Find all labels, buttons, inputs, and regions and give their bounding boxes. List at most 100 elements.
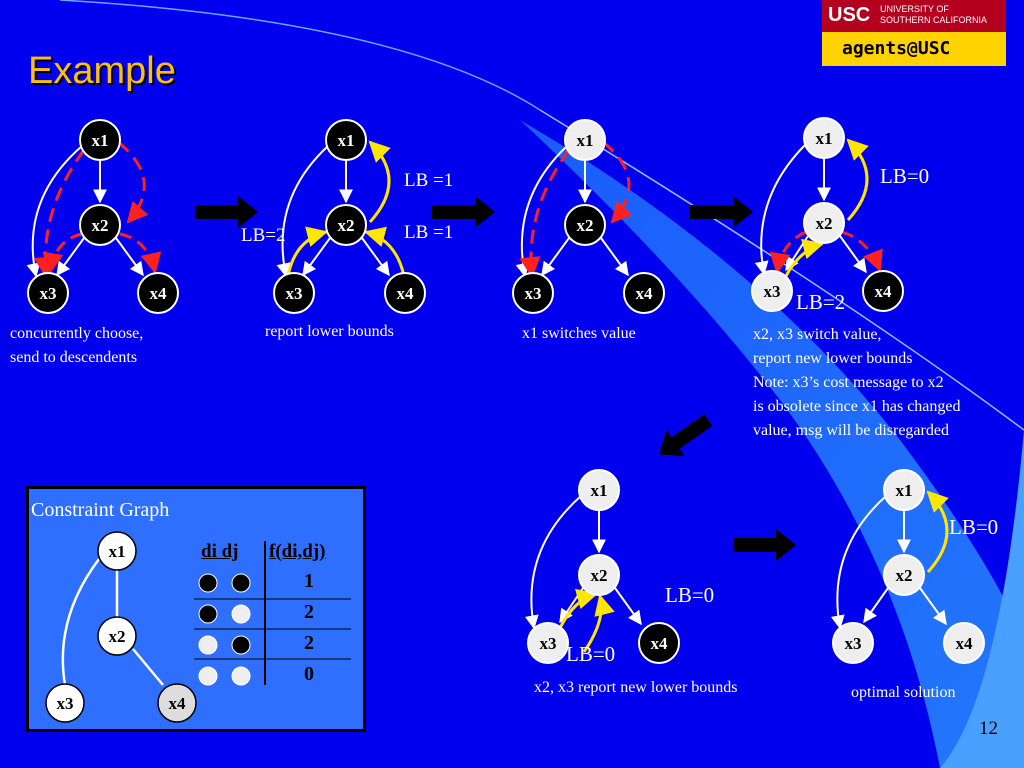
g3-node-x4 [623,272,665,314]
caption-step-4-line3: Note: x3’s cost message to x2 [753,374,944,391]
lb-step5-x3: LB=0 [566,642,616,666]
g1-label-x1: x1 [92,131,109,150]
cg-label-x3: x3 [57,694,74,713]
table-row-3-dj-dot [231,635,251,655]
caption-step-5: x2, x3 report new lower bounds [534,679,738,696]
logo-university-line1: UNIVERSITY OF [880,4,949,14]
step-arrow-1 [195,196,258,228]
constraint-graph-panel: Constraint Graph x1 x2 x3 x4 di dj f(di,… [26,486,366,732]
table-row-2-di-dot [198,604,218,624]
g3-node-x2 [564,204,606,246]
lb-step5-x2: LB=0 [665,583,715,607]
g1-node-x2 [79,204,121,246]
table-row-4-dj-dot [231,666,251,686]
cg-label-x4: x4 [169,694,187,713]
logo-agents-text: agents@USC [842,38,951,59]
table-row-4-f-value: 0 [304,663,314,685]
cg-label-x2: x2 [109,627,126,646]
g1-node-x1 [79,119,121,161]
constraint-graph-label: Constraint Graph [31,499,170,521]
g4-node-x3 [751,270,793,312]
page-number: 12 [979,718,998,739]
cg-node-x3 [45,683,85,723]
table-row-1-f-value: 1 [304,570,314,592]
constraint-table-rows [198,573,251,686]
g6-label-x3: x3 [845,634,862,653]
g5-node-x4 [638,622,680,664]
caption-step-1: concurrently choose, send to descendents [10,322,143,370]
logo-usc-text: USC [828,4,871,26]
slide-title: Example [28,50,176,92]
lb-step2-x1: LB =1 [404,170,454,191]
step-arrow-2 [432,196,495,228]
table-row-1-di-dot [198,573,218,593]
g2-label-x2: x2 [338,216,355,235]
g5-node-x2 [578,554,620,596]
graph-step-5: x1 x2 x3 x4 [524,469,680,664]
logo-university-text: UNIVERSITY OF SOUTHERN CALIFORNIA [880,4,987,26]
g2-node-x2 [325,204,367,246]
table-row-3-f-value: 2 [304,632,314,654]
logo-university-line2: SOUTHERN CALIFORNIA [880,15,988,25]
graph-step-3: x1 x2 x3 x4 [512,119,665,314]
caption-step-3: x1 switches value [522,325,636,342]
g2-label-x3: x3 [286,284,303,303]
caption-step-4-line1: x2, x3 switch value, [753,326,882,343]
table-header-f: f(di,dj) [269,541,326,562]
g6-label-x4: x4 [956,634,974,653]
caption-step-4-line2: report new lower bounds [753,350,913,367]
graph-step-6: x1 x2 x3 x4 [830,469,985,664]
g6-label-x1: x1 [896,481,913,500]
cg-node-x1 [97,531,137,571]
lb-step4-x1: LB=0 [880,164,930,188]
caption-step-1-line2: send to descendents [10,349,138,366]
g3-label-x1: x1 [577,131,594,150]
g6-node-x4 [943,622,985,664]
g6-label-x2: x2 [896,566,913,585]
g4-node-x4 [862,270,904,312]
graph-step-4: x1 x2 x3 x4 [751,117,904,312]
cg-node-x4 [157,683,197,723]
g3-label-x2: x2 [577,216,594,235]
g2-node-x3 [273,272,315,314]
g5-label-x1: x1 [591,481,608,500]
g5-node-x3 [527,622,569,664]
caption-step-2: report lower bounds [265,323,394,340]
g1-label-x4: x4 [150,284,168,303]
g1-label-x3: x3 [40,284,57,303]
table-header-di-dj: di dj [201,541,239,562]
table-row-2-f-value: 2 [304,601,314,623]
step-arrow-4 [659,414,713,457]
graph-step-2: x1 x2 x3 x4 [273,119,426,314]
g5-label-x3: x3 [540,634,557,653]
g4-label-x1: x1 [816,129,833,148]
table-row-1-dj-dot [231,573,251,593]
g5-label-x2: x2 [591,566,608,585]
constraint-table-values: 1 2 2 0 [29,489,363,729]
g2-label-x4: x4 [397,284,415,303]
constraint-graph-figure: x1 x2 x3 x4 [45,531,351,723]
g4-node-x1 [803,117,845,159]
g3-label-x4: x4 [636,284,654,303]
g3-node-x3 [512,272,554,314]
g6-node-x3 [832,622,874,664]
lb-step6-x1: LB=0 [949,515,999,539]
g2-label-x1: x1 [338,131,355,150]
cg-label-x1: x1 [109,542,126,561]
caption-step-4: x2, x3 switch value, report new lower bo… [753,323,961,443]
g3-label-x3: x3 [525,284,542,303]
cg-node-x2 [97,616,137,656]
g2-node-x4 [384,272,426,314]
step-arrow-5 [733,529,796,561]
lb-step2-x2: LB =1 [404,222,454,243]
g3-node-x1 [564,119,606,161]
logo-red-band [822,0,1006,32]
usc-logo: USC UNIVERSITY OF SOUTHERN CALIFORNIA ag… [822,0,1006,66]
step-arrow-3 [690,196,753,228]
caption-step-4-line4: is obsolete since x1 has changed [753,398,961,415]
g6-node-x1 [883,469,925,511]
g1-node-x3 [27,272,69,314]
